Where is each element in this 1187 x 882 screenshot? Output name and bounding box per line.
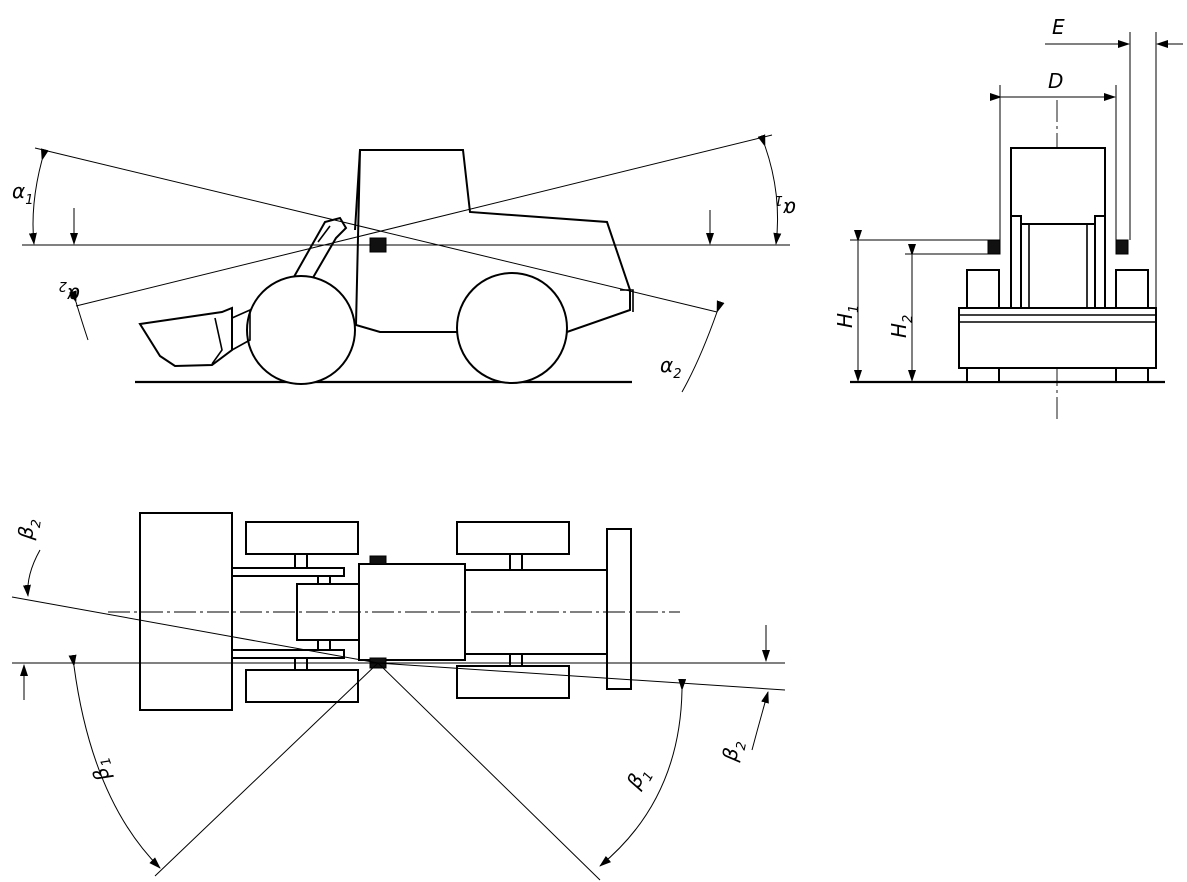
top-sight-line-right bbox=[377, 662, 786, 691]
beta1-left-arc bbox=[68, 654, 161, 869]
lift-arm-detail bbox=[317, 225, 331, 243]
top-arm-lower bbox=[231, 649, 345, 659]
beta2-right-arrow-bottom bbox=[751, 691, 769, 751]
top-sight-line-left bbox=[11, 596, 379, 664]
top-front-left-wheel bbox=[245, 521, 359, 555]
alpha2-left-label: α2 bbox=[59, 278, 80, 307]
front-left-upright bbox=[1010, 215, 1022, 309]
E-label: E bbox=[1052, 15, 1065, 39]
loader-body bbox=[354, 149, 631, 333]
front-view: H1 H2 D E bbox=[833, 15, 1183, 420]
top-rear-axle-upper bbox=[509, 553, 523, 571]
top-view: β2 β1 β1 β2 bbox=[11, 512, 786, 881]
D-label: D bbox=[1048, 69, 1063, 93]
front-right-wheel-top bbox=[1115, 269, 1149, 309]
rear-wheel bbox=[456, 272, 568, 384]
top-bucket bbox=[139, 512, 233, 711]
beta2-left-label: β2 bbox=[13, 517, 45, 543]
top-sight-line-down-right bbox=[377, 662, 601, 881]
alpha1-right-arc bbox=[757, 134, 782, 245]
front-right-tire-bottom bbox=[1115, 367, 1149, 383]
H2-label: H2 bbox=[887, 315, 916, 338]
H1-label: H1 bbox=[833, 305, 862, 328]
top-arm-upper bbox=[231, 567, 345, 577]
alpha2-left-arrow-bottom bbox=[69, 290, 89, 341]
top-sight-line-down-left bbox=[154, 662, 379, 877]
front-left-wheel-top bbox=[966, 269, 1000, 309]
sight-line-up-right bbox=[75, 134, 773, 307]
alpha1-left-label: α1 bbox=[12, 179, 33, 208]
bucket bbox=[138, 306, 233, 368]
top-eye-point-upper bbox=[369, 555, 387, 565]
side-eye-point bbox=[369, 237, 387, 253]
top-front-axle-lower bbox=[294, 657, 308, 671]
top-rear-left-wheel bbox=[456, 521, 570, 555]
top-front-axle-upper bbox=[294, 553, 308, 569]
front-eye-point-left bbox=[987, 239, 1001, 255]
beta1-right-label: β1 bbox=[621, 762, 657, 796]
bucket-linkage bbox=[231, 308, 251, 351]
front-right-upright bbox=[1094, 215, 1106, 309]
beta2-left-arrow-top bbox=[22, 549, 41, 597]
sight-line-down-right bbox=[34, 147, 718, 313]
front-left-tire-bottom bbox=[966, 367, 1000, 383]
beta1-right-arc bbox=[599, 678, 687, 867]
top-rear-right-wheel bbox=[456, 665, 570, 699]
top-front-hub-lower bbox=[317, 639, 331, 651]
alpha1-left-arc bbox=[28, 148, 49, 245]
alpha2-right-arc bbox=[681, 300, 725, 393]
top-front-right-wheel bbox=[245, 669, 359, 703]
beta2-right-label: β2 bbox=[717, 737, 750, 765]
bucket-inner bbox=[211, 317, 223, 365]
front-wheel bbox=[246, 275, 356, 385]
front-axle-housing bbox=[958, 307, 1157, 369]
front-eye-point-right bbox=[1115, 239, 1129, 255]
top-rear-axle-lower bbox=[509, 653, 523, 667]
side-view: α1 α2 α1 α2 bbox=[12, 134, 796, 393]
top-counterweight bbox=[606, 528, 632, 690]
alpha1-right-label: α1 bbox=[775, 192, 796, 221]
top-front-hub-upper bbox=[317, 575, 331, 585]
cab-front-edge bbox=[354, 149, 361, 231]
front-grille bbox=[1020, 223, 1096, 309]
alpha2-right-label: α2 bbox=[660, 353, 681, 382]
beta1-left-label: β1 bbox=[85, 755, 120, 786]
